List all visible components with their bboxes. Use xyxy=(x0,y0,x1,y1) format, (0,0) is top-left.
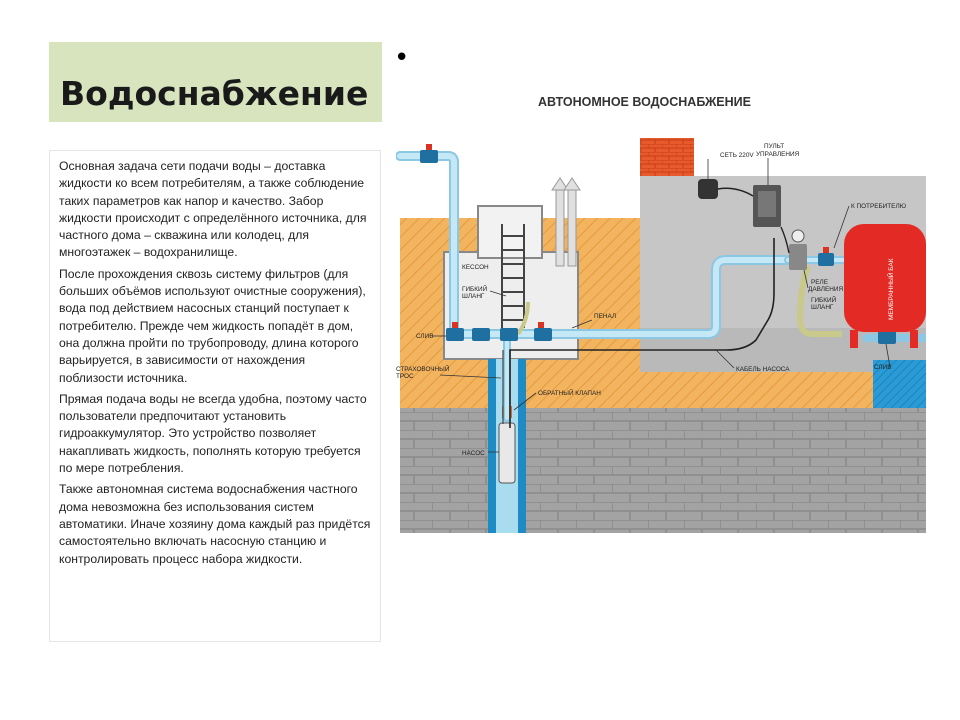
pressure-gauge xyxy=(791,229,805,243)
label-relay-1: РЕЛЕ xyxy=(811,279,828,286)
slide-title: Водоснабжение xyxy=(60,74,369,113)
pump-cable xyxy=(509,238,775,428)
label-safety-2: ТРОС xyxy=(396,373,414,380)
power-socket xyxy=(698,179,718,199)
label-control-2: УПРАВЛЕНИЯ xyxy=(756,151,800,158)
pressure-relay xyxy=(789,244,807,270)
label-hose-right-1: ГИБКИЙ xyxy=(811,295,837,304)
pipe-fittings xyxy=(420,150,896,344)
label-pump: НАСОС xyxy=(462,450,485,457)
membrane-tank xyxy=(844,224,926,348)
pump xyxy=(498,422,516,484)
drain-pool xyxy=(873,360,926,408)
label-hose-left-1: ГИБКИЙ xyxy=(462,284,488,293)
vent-pipes xyxy=(551,177,581,267)
label-safety-1: СТРАХОВОЧНЫЙ xyxy=(396,364,450,373)
label-cable: КАБЕЛЬ НАСОСА xyxy=(736,366,790,373)
control-panel-screen xyxy=(758,191,776,217)
paragraph-3: Прямая подача воды не всегда удобна, поэ… xyxy=(59,391,367,476)
paragraph-1: Основная задача сети подачи воды – доста… xyxy=(59,159,367,260)
label-leader-lines xyxy=(432,158,891,453)
label-to-consumer: К ПОТРЕБИТЕЛЮ xyxy=(851,203,907,210)
label-relay-2: ДАВЛЕНИЯ xyxy=(808,286,843,293)
power-wire xyxy=(717,187,754,197)
label-network: СЕТЬ 220V xyxy=(720,152,754,159)
label-control-1: ПУЛЬТ xyxy=(764,143,784,150)
bullet-marker: • xyxy=(394,43,410,73)
label-check-valve: ОБРАТНЫЙ КЛАПАН xyxy=(538,388,601,397)
brick-foundation xyxy=(400,408,926,533)
label-kesson: КЕССОН xyxy=(462,264,489,271)
caisson-ladder xyxy=(501,224,525,328)
body-text-box: Основная задача сети подачи воды – доста… xyxy=(49,150,381,642)
diagram-title: АВТОНОМНОЕ ВОДОСНАБЖЕНИЕ xyxy=(538,95,751,109)
chimney xyxy=(640,138,694,176)
title-box: Водоснабжение xyxy=(49,42,382,122)
label-hose-right-2: ШЛАНГ xyxy=(811,304,834,311)
tank-label: МЕМБРАННЫЙ БАК xyxy=(886,258,895,320)
flexible-hose-left xyxy=(516,301,530,336)
label-drain-right: СЛИВ xyxy=(874,364,891,371)
label-drain-left: СЛИВ xyxy=(416,333,433,340)
label-penal: ПЕНАЛ xyxy=(594,313,616,320)
label-hose-left-2: ШЛАНГ xyxy=(462,293,485,300)
water-supply-diagram: АВТОНОМНОЕ ВОДОСНАБЖЕНИЕ xyxy=(395,88,930,533)
paragraph-2: После прохождения сквозь систему фильтро… xyxy=(59,266,366,385)
flexible-hose-right xyxy=(796,264,842,337)
paragraph-4: Также автономная система водоснабжения ч… xyxy=(59,482,371,566)
